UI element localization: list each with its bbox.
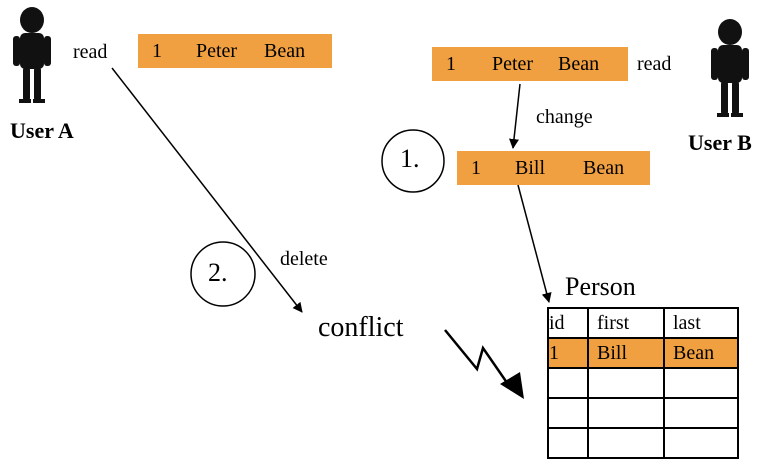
table-title: Person: [565, 272, 636, 301]
user-b-changed-record: 1 Bill Bean: [457, 151, 650, 185]
user-a-read-label: read: [73, 41, 108, 63]
table-cell: [663, 427, 739, 459]
record-id: 1: [446, 53, 456, 75]
table-row: [547, 367, 739, 399]
conflict-label: conflict: [318, 312, 404, 343]
delete-arrow: [111, 67, 303, 313]
record-id: 1: [471, 157, 481, 179]
delete-label: delete: [280, 248, 328, 270]
record-last: Bean: [583, 157, 625, 179]
user-a-label: User A: [10, 118, 74, 143]
step-one-circle: [381, 129, 445, 193]
user-b-figure-icon: [711, 19, 749, 117]
change-arrow: [509, 83, 521, 149]
table-cell: [547, 367, 589, 399]
table-row: [547, 397, 739, 429]
user-b-read-label: read: [637, 53, 672, 75]
table-cell: [587, 367, 665, 399]
table-cell: [663, 397, 739, 429]
user-b-label: User B: [688, 130, 752, 155]
table-row: [547, 427, 739, 459]
table-cell: Bill: [587, 337, 665, 369]
person-table: id first last 1 Bill Bean: [547, 307, 739, 459]
user-b-read-record: 1 Peter Bean: [432, 47, 628, 81]
write-arrow: [517, 184, 552, 303]
table-cell: [663, 367, 739, 399]
table-cell: [547, 427, 589, 459]
table-cell: Bean: [663, 337, 739, 369]
change-label: change: [536, 106, 593, 128]
record-id: 1: [152, 40, 162, 62]
user-a-figure-icon: [13, 7, 51, 103]
table-cell: [587, 427, 665, 459]
table-header-row: id first last: [547, 307, 739, 339]
step-two-number: 2.: [208, 258, 228, 287]
step-one-number: 1.: [400, 144, 420, 173]
table-header-cell: last: [663, 307, 739, 339]
table-cell: [547, 397, 589, 429]
record-first: Peter: [492, 53, 534, 75]
table-header-cell: first: [587, 307, 665, 339]
table-row: 1 Bill Bean: [547, 337, 739, 369]
table-cell: 1: [547, 337, 589, 369]
table-cell: [587, 397, 665, 429]
table-header-cell: id: [547, 307, 589, 339]
record-last: Bean: [264, 40, 306, 62]
record-first: Peter: [196, 40, 238, 62]
record-last: Bean: [558, 53, 600, 75]
step-two-circle: [190, 241, 256, 307]
record-first: Bill: [515, 157, 546, 179]
user-a-read-record: 1 Peter Bean: [138, 34, 332, 68]
conflict-bolt-icon: [444, 329, 524, 399]
